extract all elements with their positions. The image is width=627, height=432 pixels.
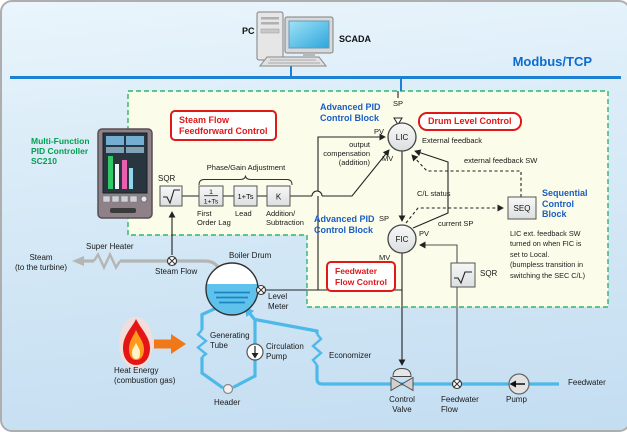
- instruments: [166, 255, 530, 395]
- steam-label: Steam (to the turbine): [14, 253, 68, 272]
- boiler-drum-label: Boiler Drum: [229, 251, 272, 260]
- feedwater-pipe: [196, 303, 559, 390]
- level-meter-label: Level Meter: [268, 292, 289, 311]
- phase-gain-label: Phase/Gain Adjustment: [206, 163, 286, 172]
- cl-status-label: C/L status: [417, 189, 451, 198]
- control-valve-label: Control Valve: [389, 395, 415, 414]
- header-label: Header: [214, 398, 241, 407]
- sqrt-icon: [163, 189, 180, 205]
- controller-name-label: Multi-Function PID Controller SC210: [31, 136, 90, 166]
- heat-arrow-icon: [154, 334, 186, 354]
- fic-pv-tag: PV: [419, 229, 430, 238]
- header-icon: [222, 383, 234, 395]
- ext-feedback-sw-line: [411, 154, 522, 197]
- lic-pv-tag: PV: [373, 127, 384, 136]
- feedwater-flow-control-box: Feedwater Flow Control: [326, 261, 396, 292]
- fic-circle: [387, 224, 417, 254]
- sc210-device-icon: [97, 128, 153, 219]
- sqr-block-2: [450, 262, 476, 288]
- sp-triangle-icon: [393, 117, 403, 126]
- generating-tube-label: Generating Tube: [210, 331, 250, 350]
- fic-label: FIC: [396, 235, 409, 244]
- lic-feedback-note: LIC ext. feedback SW turned on when FIC …: [510, 229, 586, 280]
- drum-level-control-box: Drum Level Control: [418, 112, 522, 131]
- modbus-label: Modbus/TCP: [512, 54, 592, 69]
- pump-icon: [508, 373, 530, 395]
- block-texts: 1 1+Ts 1+Ts K SEQ: [204, 189, 531, 213]
- lead-label: Lead: [235, 209, 252, 218]
- fic-mv-tag: MV: [379, 253, 391, 262]
- generating-tube-coil-icon: [196, 329, 208, 358]
- lic-mv-tag: MV: [382, 154, 394, 163]
- steam-arrow-icon: [72, 256, 84, 266]
- lag-numerator: 1: [209, 189, 213, 196]
- flame-icon: [119, 317, 153, 369]
- advanced-pid-top-label: Advanced PID Control Block: [320, 102, 381, 123]
- steam-flow-label: Steam Flow: [155, 267, 198, 276]
- pc-computer-icon: [256, 11, 334, 67]
- output-compensation-label: output compensation (addition): [323, 140, 370, 167]
- line-hop: [311, 190, 323, 197]
- fic-sp-tag: SP: [379, 214, 390, 223]
- economizer-coil-icon: [311, 333, 323, 366]
- sqr1-label: SQR: [158, 174, 176, 183]
- control-valve-icon: [390, 368, 414, 392]
- external-feedback-line: [412, 149, 449, 229]
- steam-flow-sensor-icon: [166, 255, 178, 267]
- scada-label: SCADA: [339, 34, 372, 44]
- fic-pv-line: [419, 241, 458, 379]
- block-glyphs: [163, 189, 472, 285]
- addition-subtraction-label: Addition/ Subtraction: [266, 209, 304, 227]
- feedforward-output-line: [290, 150, 389, 197]
- control-region-outline: [127, 90, 609, 308]
- lic-circle: [387, 122, 417, 152]
- controller-circles: LIC FIC: [387, 117, 417, 254]
- first-order-lag-label: First Order Lag: [197, 209, 231, 227]
- steam-ff-control-box: Steam Flow Feedforward Control: [170, 110, 277, 141]
- pc-label: PC: [242, 26, 255, 36]
- feedwater-label: Feedwater: [568, 378, 606, 387]
- super-heater-label: Super Heater: [86, 242, 134, 251]
- circulation-pump-icon: [246, 343, 264, 361]
- external-feedback-sw-label: external feedback SW: [464, 156, 538, 165]
- sqr-block-1: [159, 185, 183, 207]
- lead-block-label: 1+Ts: [237, 192, 253, 201]
- current-sp-label: current SP: [438, 219, 474, 228]
- feedwater-flow-label: Feedwater Flow: [441, 395, 479, 414]
- heat-energy-label: Heat Energy (combustion gas): [114, 366, 176, 385]
- lic-pv-line: [317, 133, 386, 290]
- level-sensor-icon: [255, 284, 267, 296]
- cl-status-line: [405, 204, 504, 224]
- lead-block: [233, 185, 258, 207]
- function-blocks: [159, 185, 537, 288]
- seq-block-label: SEQ: [514, 204, 531, 213]
- pump-label: Pump: [506, 395, 527, 404]
- feedwater-flow-sensor-icon: [451, 378, 463, 390]
- sqr2-label: SQR: [480, 269, 498, 278]
- lic-label: LIC: [396, 133, 409, 142]
- circulation-pump-label: Circulation Pump: [266, 342, 304, 361]
- lag-denominator: 1+Ts: [204, 199, 219, 206]
- advanced-pid-bottom-label: Advanced PID Control Block: [314, 214, 375, 235]
- sqrt-icon: [454, 271, 472, 285]
- modbus-bus-line: [10, 65, 621, 91]
- signal-lines: [168, 91, 522, 379]
- sequential-control-block-label: Sequential Control Block: [542, 188, 588, 219]
- external-feedback-label: External feedback: [422, 136, 483, 145]
- gain-block-label: K: [276, 193, 282, 202]
- seq-block: [507, 196, 537, 220]
- lic-sp-tag: SP: [392, 99, 403, 108]
- economizer-label: Economizer: [329, 351, 372, 360]
- gain-block: [266, 185, 291, 207]
- brace-icon: [198, 175, 293, 186]
